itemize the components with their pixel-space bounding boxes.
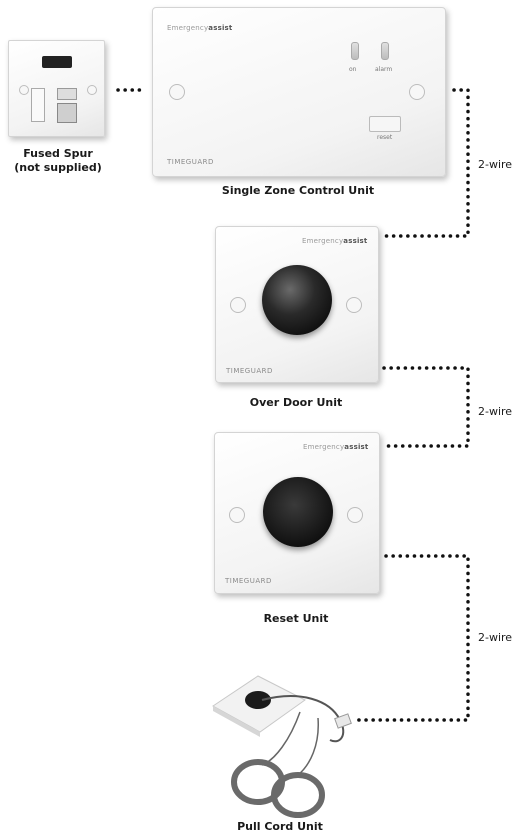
fused-spur-switch — [31, 88, 45, 122]
wire-label-3: 2-wire — [478, 631, 513, 644]
on-indicator-led — [351, 42, 359, 60]
on-indicator-label: on — [349, 66, 357, 73]
reset-unit-caption: Reset Unit — [263, 612, 329, 625]
control-unit: Emergencyassist on alarm reset TIMEGUARD — [152, 7, 446, 177]
control-unit-screw-left — [169, 84, 185, 100]
over-door-caption: Over Door Unit — [249, 396, 343, 409]
control-unit-maker: TIMEGUARD — [167, 158, 214, 166]
fused-spur-caption: Fused Spur (not supplied) — [14, 147, 102, 174]
wire-label-2: 2-wire — [478, 405, 513, 418]
reset-unit-screw-right — [347, 507, 363, 523]
pull-cord-ring-left — [231, 759, 285, 805]
fused-spur-screw-left — [19, 85, 29, 95]
pull-cord-connector — [334, 713, 352, 729]
pull-cord-caption: Pull Cord Unit — [237, 820, 323, 833]
control-unit-caption: Single Zone Control Unit — [221, 184, 375, 197]
reset-unit: Emergencyassist TIMEGUARD — [214, 432, 380, 594]
over-door-unit: Emergencyassist TIMEGUARD — [215, 226, 379, 383]
pull-cord-string-2 — [297, 717, 319, 776]
control-unit-screw-right — [409, 84, 425, 100]
pull-cord-plate-edge — [213, 706, 260, 737]
wire-label-1: 2-wire — [478, 158, 513, 171]
pull-cord-plate — [212, 675, 306, 733]
over-door-screw-right — [346, 297, 362, 313]
pull-cord-string — [261, 711, 301, 766]
fused-spur-screw-right — [87, 85, 97, 95]
reset-unit-button — [263, 477, 333, 547]
over-door-dome-light — [262, 265, 332, 335]
fused-spur-fuse-window — [57, 88, 77, 100]
connector-overdoor-to-reset — [382, 366, 470, 448]
alarm-indicator-label: alarm — [375, 66, 393, 73]
alarm-indicator-led — [381, 42, 389, 60]
fused-spur-unit — [8, 40, 105, 137]
control-unit-reset-label: reset — [377, 134, 393, 141]
over-door-maker: TIMEGUARD — [226, 367, 273, 375]
fused-spur-logo — [42, 56, 72, 68]
fused-spur-fuse-holder — [57, 103, 77, 123]
pull-cord-button — [245, 691, 271, 709]
pull-cord-cable — [261, 695, 345, 743]
control-unit-reset-button — [369, 116, 401, 132]
over-door-brand: Emergencyassist — [302, 237, 368, 245]
reset-unit-maker: TIMEGUARD — [225, 577, 272, 585]
control-unit-brand: Emergencyassist — [167, 24, 233, 32]
pull-cord-ring-right — [271, 772, 325, 818]
reset-unit-screw-left — [229, 507, 245, 523]
reset-unit-brand: Emergencyassist — [303, 443, 369, 451]
over-door-screw-left — [230, 297, 246, 313]
